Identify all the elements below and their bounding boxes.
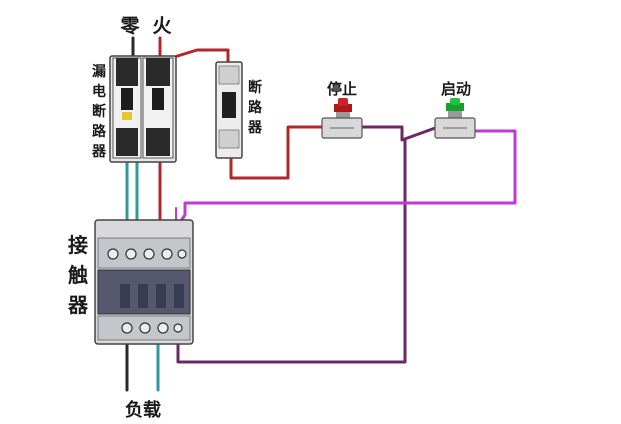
control-return-wire [176,138,407,364]
breaker-to-stop-wire [229,125,327,180]
live-to-breaker-wire [169,48,230,64]
breaker-label-char-1: 断 [248,79,262,96]
breaker-label-char-3: 器 [247,120,263,136]
contactor-label-char-1: 接 [68,233,88,257]
contactor-label-char-3: 器 [67,293,89,317]
rcd-label-char-1: 漏 [92,64,106,80]
live-label: 火 [152,15,172,37]
stop-label: 停止 [327,80,357,98]
stop-button [321,98,363,139]
rcd-label-char-3: 断 [92,103,106,120]
control-breaker [215,61,243,159]
start-button [434,98,476,139]
rcd-label-char-5: 器 [91,144,107,160]
rcd-label-char-2: 电 [92,83,106,100]
start-label: 启动 [441,80,471,98]
neutral-label: 零 [119,15,140,37]
contactor [94,219,194,345]
rcd-breaker [109,55,177,163]
stop-to-start-wire [358,125,440,142]
breaker-label-char-2: 路 [248,99,263,116]
contactor-label-char-2: 触 [68,263,88,287]
labels: 零 火 漏 电 断 路 器 断 路 器 停止 启动 接 触 器 负载 [67,15,471,421]
rcd-label-char-4: 路 [92,123,107,140]
load-label: 负载 [125,399,161,421]
